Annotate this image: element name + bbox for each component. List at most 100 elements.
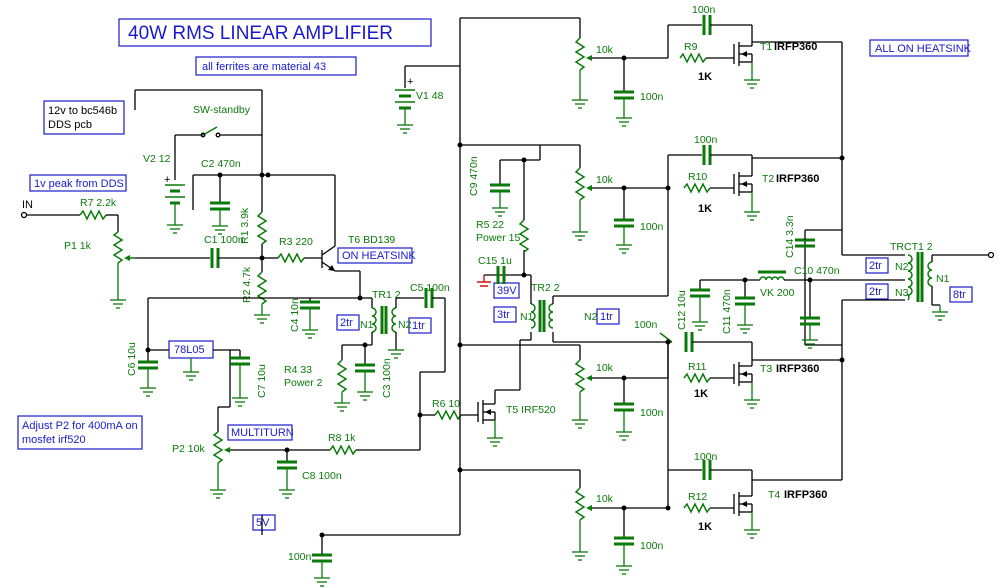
r12-resistor xyxy=(683,502,711,514)
trct-primary-winding xyxy=(906,254,913,301)
supply-bus: + V1 48 C9 470n xyxy=(261,17,580,587)
ferrite-note-box xyxy=(195,56,357,76)
tr1-label: TR1 2 xyxy=(372,289,401,301)
r12-label: R12 xyxy=(688,491,707,503)
tr2-secondary-winding xyxy=(548,303,554,329)
svg-text:N2: N2 xyxy=(398,319,412,331)
tr2-primary-box xyxy=(493,306,517,323)
c14-label: C14 3.3n xyxy=(784,215,796,258)
r4-power-label: Power 2 xyxy=(284,377,323,389)
v5-label: 5V xyxy=(256,517,270,529)
c10-label: C10 470n xyxy=(794,265,840,277)
r4-resistor xyxy=(336,359,348,393)
c3-label: C3 100n xyxy=(381,358,393,398)
r8-resistor xyxy=(329,444,357,456)
c6-label: C6 10u xyxy=(126,342,138,376)
svg-text:1K: 1K xyxy=(694,388,708,400)
pot-10k-3 xyxy=(574,359,586,393)
standby-switch xyxy=(202,126,218,136)
output-stage-4: 10k 100n 100n R12 1K xyxy=(572,342,842,575)
adjust-note-line2: mosfet irf520 xyxy=(22,434,86,446)
t1-label: T1 xyxy=(760,41,772,53)
svg-text:100n: 100n xyxy=(640,540,664,552)
c2-label: C2 470n xyxy=(201,158,241,170)
trct-b-turns: 2tr xyxy=(869,286,882,298)
c11-label: C11 470n xyxy=(721,289,733,334)
c1-label: C1 100n xyxy=(204,234,244,246)
trct-label: TRCT1 2 xyxy=(890,241,933,253)
heatsink-note-box xyxy=(869,39,969,57)
svg-text:+: + xyxy=(164,174,170,186)
vk200-label: VK 200 xyxy=(760,287,795,299)
trct-b-box xyxy=(865,283,889,300)
svg-text:IRFP360: IRFP360 xyxy=(776,173,819,185)
r2-label: R2 4.7k xyxy=(241,266,253,303)
bias-section: C6 10u C7 10u P2 10k xyxy=(126,297,478,499)
on-heatsink-label: ON HEATSINK xyxy=(342,250,416,262)
svg-text:100n: 100n xyxy=(694,134,718,146)
p1-potentiometer xyxy=(112,231,124,264)
p1-label: P1 1k xyxy=(64,240,92,252)
svg-text:N2: N2 xyxy=(584,311,598,323)
r9-label: R9 xyxy=(684,41,698,53)
r7-label: R7 2.2k xyxy=(80,197,117,209)
r9-resistor xyxy=(679,52,707,64)
c9-label: C9 470n xyxy=(468,156,480,196)
tr2-primary-winding xyxy=(530,303,536,329)
on-heatsink-box xyxy=(337,247,413,264)
power-note-line2: DDS pcb xyxy=(48,119,92,131)
r1-label: R1 3.9k xyxy=(239,207,251,244)
output-stage-1: 10k 100n 100n R9 1K xyxy=(572,4,842,127)
c12-label: C12 10u xyxy=(676,290,688,330)
c4-label: C4 10n xyxy=(289,298,301,332)
tr2-primary-turns: 3tr xyxy=(497,309,510,321)
tr2-secondary-turns: 1tr xyxy=(600,311,613,323)
r5-label: R5 22 xyxy=(476,219,504,231)
r10-label: R10 xyxy=(688,171,707,183)
svg-text:1K: 1K xyxy=(698,71,712,83)
r3-resistor xyxy=(277,252,305,264)
svg-text:10k: 10k xyxy=(596,493,614,505)
t6-label: T6 BD139 xyxy=(348,234,395,246)
tr1-secondary-turns: 1tr xyxy=(412,320,425,332)
title: 40W RMS LINEAR AMPLIFIER xyxy=(128,23,393,44)
v39-box xyxy=(493,282,520,299)
p2-label: P2 10k xyxy=(172,443,205,455)
svg-text:100n: 100n xyxy=(640,221,664,233)
tr1-primary-box xyxy=(336,314,360,331)
trct-out-turns: 8tr xyxy=(953,289,966,301)
svg-text:1K: 1K xyxy=(698,203,712,215)
tr2-secondary-box xyxy=(596,308,620,325)
vk200-choke xyxy=(759,276,785,281)
pot-10k-4 xyxy=(574,487,586,521)
title-box xyxy=(118,18,432,47)
svg-text:N1: N1 xyxy=(360,319,374,331)
pot-10k-2 xyxy=(574,167,586,201)
svg-text:N2: N2 xyxy=(895,261,909,273)
multiturn-box xyxy=(227,424,293,441)
svg-text:100n: 100n xyxy=(640,407,664,419)
svg-text:100n: 100n xyxy=(692,4,716,16)
svg-text:100n: 100n xyxy=(634,319,658,331)
tr1-secondary-winding xyxy=(391,307,397,333)
svg-text:IRFP360: IRFP360 xyxy=(784,489,827,501)
svg-text:IRFP360: IRFP360 xyxy=(774,41,817,53)
t3-label: T3 xyxy=(760,363,772,375)
tr1-primary-turns: 2tr xyxy=(340,317,353,329)
output-stage-2: 10k 100n 100n R10 1K xyxy=(572,134,842,296)
trct-out-box xyxy=(949,286,973,303)
svg-text:100n: 100n xyxy=(640,91,664,103)
multiturn-label: MULTITURN xyxy=(231,427,294,439)
tr1-primary-winding xyxy=(371,307,377,333)
tr1-secondary-box xyxy=(408,317,432,334)
c15-label: C15 1u xyxy=(478,255,512,267)
v39-label: 39V xyxy=(497,285,517,297)
power-note-box xyxy=(43,100,125,135)
input-section: IN R7 2.2k P1 1k C1 100n SW-standby xyxy=(20,89,450,412)
svg-text:N1: N1 xyxy=(520,311,534,323)
v1-label: V1 48 xyxy=(416,90,444,102)
r2-resistor xyxy=(256,271,268,305)
svg-text:N3: N3 xyxy=(895,287,909,299)
output-combiner: C12 10u C11 470n VK 200 C14 3.3n C10 470… xyxy=(676,42,995,480)
r11-label: R11 xyxy=(688,361,707,373)
